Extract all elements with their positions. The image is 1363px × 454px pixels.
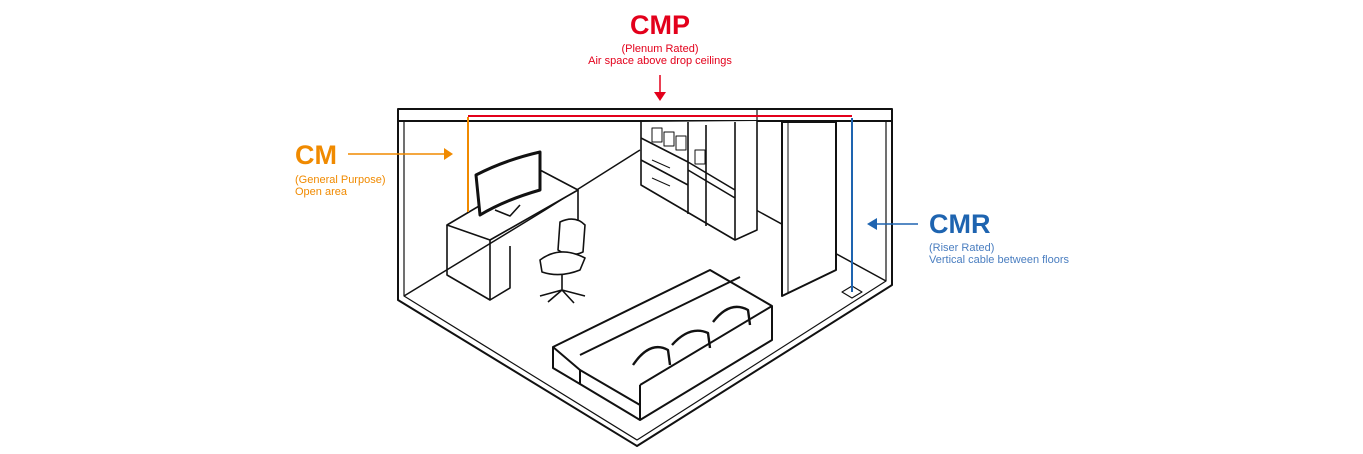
cm-description: Open area xyxy=(295,186,347,198)
cmp-label: CMP (Plenum Rated) Air space above drop … xyxy=(560,11,760,67)
cmp-rating: (Plenum Rated) xyxy=(621,43,699,55)
cmp-title: CMP xyxy=(630,10,690,40)
cmr-label: CMR (Riser Rated) Vertical cable between… xyxy=(929,210,1069,266)
cmr-description: Vertical cable between floors xyxy=(929,254,1070,266)
sofa xyxy=(552,269,773,421)
cm-label: CM (General Purpose) Open area xyxy=(295,141,386,198)
cmp-arrow xyxy=(654,75,666,101)
desk xyxy=(446,150,579,301)
cm-rating: (General Purpose) xyxy=(295,174,386,186)
cmr-title: CMR xyxy=(929,209,991,239)
office-chair xyxy=(539,218,586,304)
bookshelf xyxy=(640,121,758,241)
riser-column xyxy=(781,121,863,299)
cmr-arrow xyxy=(867,218,918,230)
cmp-description: Air space above drop ceilings xyxy=(588,55,732,67)
cm-arrow xyxy=(348,148,453,160)
cm-title: CM xyxy=(295,140,337,170)
cmr-rating: (Riser Rated) xyxy=(929,242,995,254)
